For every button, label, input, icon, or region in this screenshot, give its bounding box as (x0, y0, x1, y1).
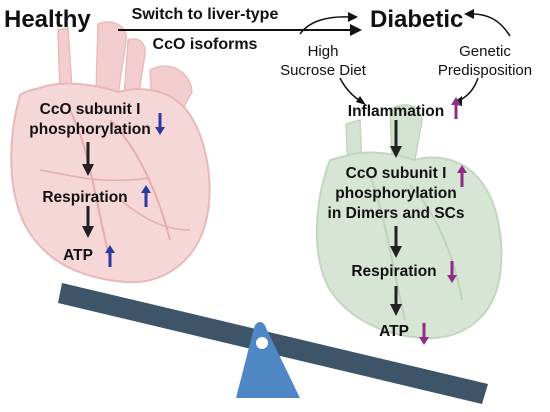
diabetic-down-arrow-icon (419, 323, 429, 345)
diabetic-flow-arrows (390, 120, 402, 316)
healthy-up-arrow-icon (105, 245, 115, 267)
diabetic-step-atp: ATP (379, 323, 409, 340)
healthy-heart-icon (10, 21, 211, 284)
diabetic-step-inflammation: Inflammation (347, 103, 445, 120)
cause-high-sucrose-diet: High Sucrose Diet (280, 43, 366, 79)
healthy-step-phosphorylation: CcO subunit I phosphorylation (29, 101, 151, 138)
diabetic-heart-icon (315, 104, 503, 340)
cause-genetic-predisposition: Genetic Predisposition (437, 43, 533, 79)
diabetic-step-respiration: Respiration (351, 263, 437, 280)
transition-arrow (118, 24, 362, 36)
diabetic-up-arrow-icon (457, 165, 467, 187)
diabetic-step-phosphorylation: CcO subunit I phosphorylation in Dimers … (327, 165, 465, 222)
transition-line1: Switch to liver-type (131, 6, 279, 23)
diabetic-up-arrow-icon (451, 97, 461, 119)
healthy-down-arrow-icon (155, 113, 165, 135)
healthy-flow-arrows (82, 142, 94, 238)
transition-line2: CcO isoforms (152, 36, 258, 53)
healthy-up-arrow-icon (141, 185, 151, 207)
diabetic-down-arrow-icon (447, 261, 457, 283)
healthy-step-atp: ATP (63, 247, 93, 264)
fulcrum-icon (236, 322, 300, 398)
healthy-title: Healthy (4, 6, 91, 33)
healthy-step-respiration: Respiration (42, 189, 128, 206)
diabetic-title: Diabetic (370, 6, 464, 33)
